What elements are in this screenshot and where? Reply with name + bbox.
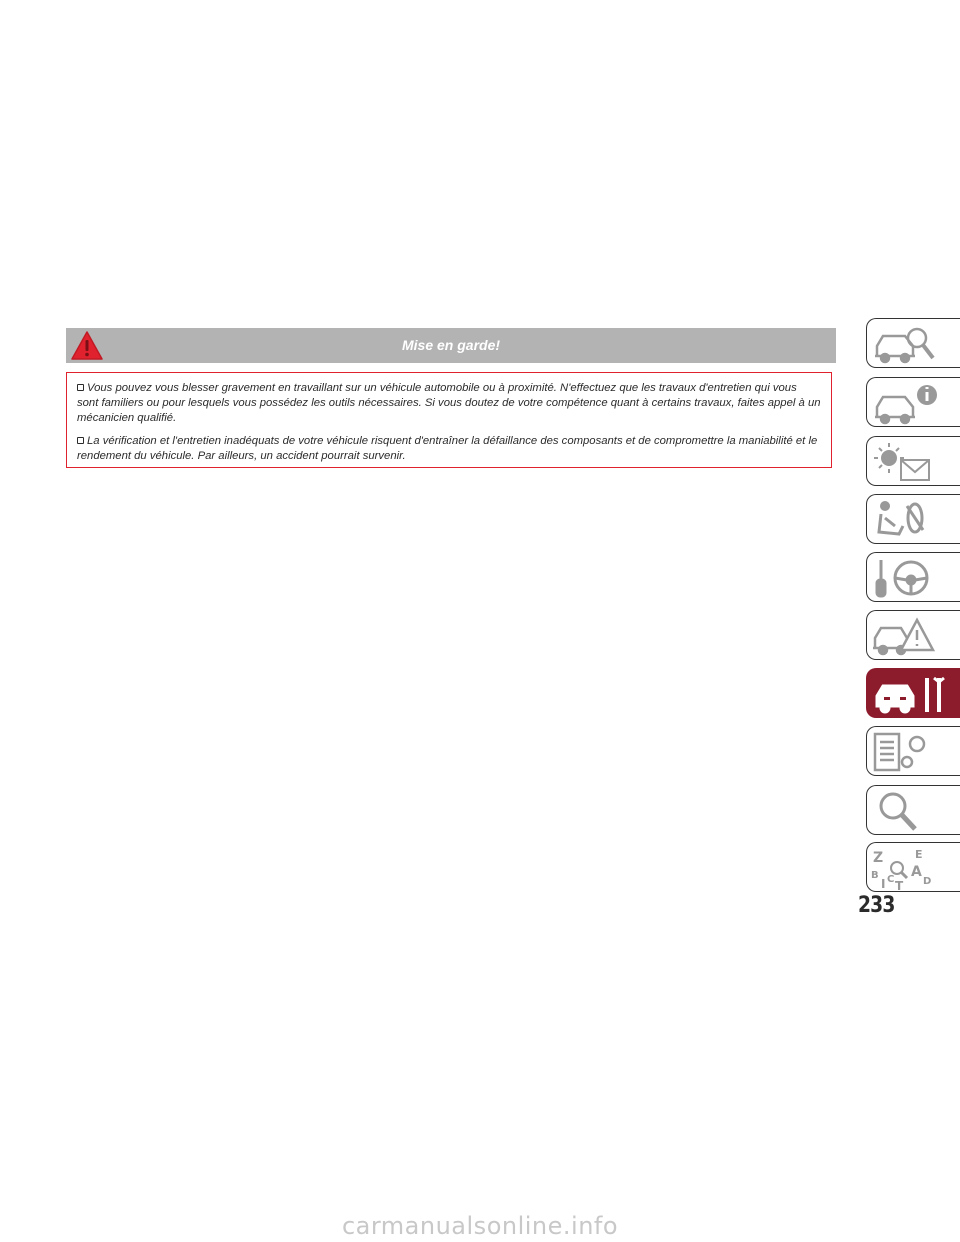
- checkbox-bullet-icon: [77, 437, 84, 444]
- svg-text:D: D: [923, 876, 931, 887]
- svg-text:B: B: [871, 870, 879, 881]
- seat-airbag-icon: [877, 501, 925, 536]
- tab-car-wrench[interactable]: [866, 668, 960, 718]
- warning-body: Vous pouvez vous blesser gravement en tr…: [66, 372, 832, 468]
- key-steering-wheel-icon: [875, 560, 929, 598]
- warning-header: Mise en garde!: [66, 328, 836, 363]
- car-search-icon: [875, 327, 935, 364]
- tab-magnifier[interactable]: [866, 785, 960, 835]
- alphabet-index-icon: Z E B A I C T D: [871, 848, 931, 890]
- list-gears-icon: [873, 732, 926, 772]
- tab-car-info[interactable]: [866, 377, 960, 427]
- svg-text:T: T: [895, 879, 904, 890]
- page-number: 233: [858, 893, 895, 918]
- tab-car-search[interactable]: [866, 318, 960, 368]
- warning-paragraph-text: Vous pouvez vous blesser gravement en tr…: [77, 382, 821, 424]
- checkbox-bullet-icon: [77, 384, 84, 391]
- svg-text:C: C: [887, 874, 894, 885]
- car-wrench-icon: [875, 676, 945, 714]
- svg-text:Z: Z: [873, 850, 883, 866]
- tab-key-steering[interactable]: [866, 552, 960, 602]
- watermark: carmanualsonline.info: [341, 1212, 619, 1240]
- svg-text:I: I: [881, 877, 885, 890]
- light-message-icon: [874, 443, 930, 481]
- svg-text:E: E: [915, 848, 923, 861]
- tab-car-warning[interactable]: [866, 610, 960, 660]
- svg-text:A: A: [911, 864, 922, 880]
- magnifier-icon: [879, 792, 917, 831]
- tab-light-message[interactable]: [866, 436, 960, 486]
- warning-title: Mise en garde!: [401, 337, 501, 353]
- warning-paragraph: Vous pouvez vous blesser gravement en tr…: [77, 381, 821, 426]
- tab-seat-airbag[interactable]: [866, 494, 960, 544]
- warning-triangle-icon: [71, 331, 103, 360]
- tab-alphabet-index[interactable]: Z E B A I C T D: [866, 842, 960, 892]
- car-info-icon: [875, 385, 937, 425]
- warning-paragraph-text: La vérification et l'entretien inadéquat…: [77, 435, 818, 462]
- car-warning-icon: [873, 617, 936, 656]
- warning-paragraph: La vérification et l'entretien inadéquat…: [77, 434, 821, 464]
- tab-list-gears[interactable]: [866, 726, 960, 776]
